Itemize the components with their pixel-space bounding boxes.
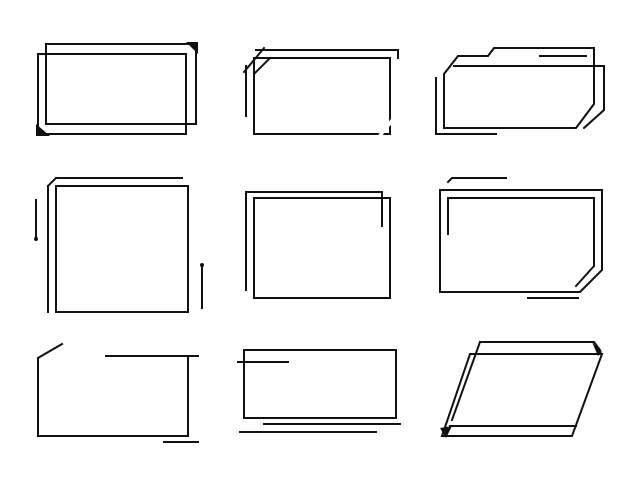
corner-accent-top-right	[592, 342, 602, 356]
frame-2	[242, 46, 399, 140]
frame-7	[37, 342, 199, 443]
frame-3	[435, 47, 605, 135]
frame-8	[237, 349, 401, 433]
frame-6	[439, 177, 603, 299]
frame-9	[440, 340, 604, 438]
corner-accent-bottom-left	[36, 124, 50, 136]
corner-accent-top-right	[186, 42, 198, 54]
frame-5	[245, 191, 391, 299]
frame-4	[34, 176, 204, 313]
frame-1	[36, 42, 198, 136]
corner-accent-bottom-left	[440, 426, 452, 438]
